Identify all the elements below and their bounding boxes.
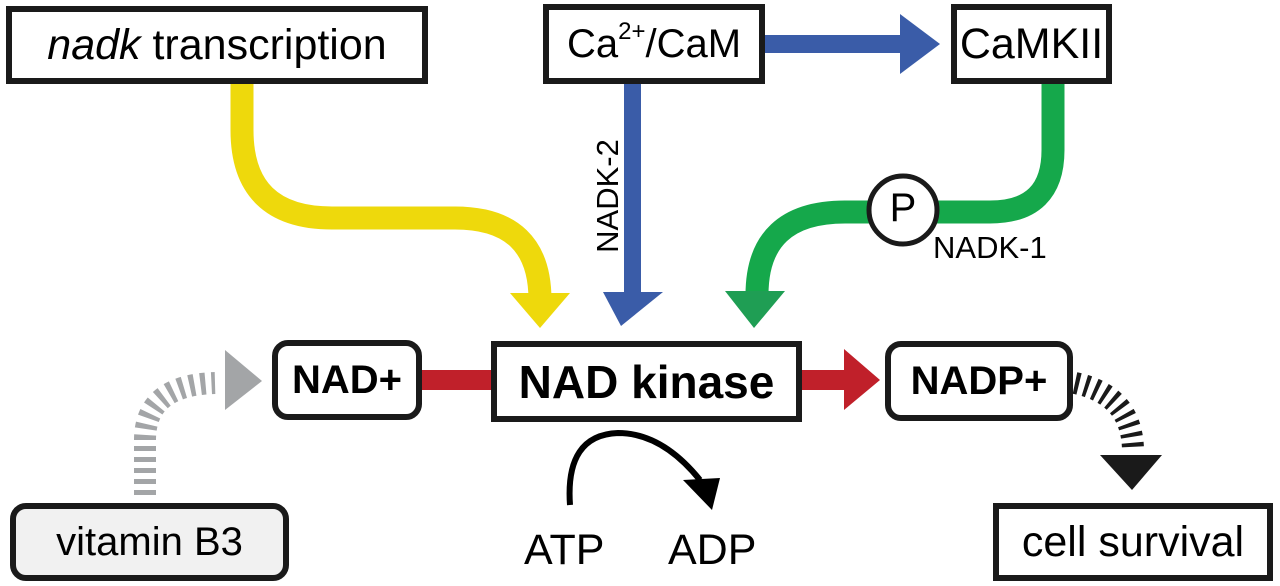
nadk1-label: NADK-1 bbox=[933, 230, 1047, 265]
camkii-box: CaMKII bbox=[951, 4, 1112, 84]
calcium-cam-box: Ca2+/CaM bbox=[543, 4, 765, 84]
survival-arrow-path bbox=[1072, 372, 1144, 451]
calcium-down-arrowhead bbox=[603, 292, 663, 326]
camkii-arrow-path bbox=[745, 84, 1065, 296]
nadp-plus-box: NADP+ bbox=[885, 341, 1073, 421]
transcription-arrowhead bbox=[510, 293, 570, 328]
vitamin-arrowhead bbox=[225, 350, 262, 410]
atp-adp-arrow-path bbox=[566, 429, 703, 506]
nadp-plus-label: NADP+ bbox=[910, 358, 1048, 403]
nadk2-label: NADK-2 bbox=[590, 139, 625, 253]
kinase-to-nadp-arrowhead bbox=[844, 349, 880, 410]
vitamin-b3-box: vitamin B3 bbox=[10, 503, 289, 581]
camkii-label: CaMKII bbox=[959, 19, 1104, 68]
calcium-charge: 2+ bbox=[618, 17, 646, 45]
nad-kinase-label: NAD kinase bbox=[518, 355, 775, 408]
transcription-arrow-path bbox=[230, 84, 552, 301]
transcription-text: transcription bbox=[140, 20, 387, 69]
calcium-down-arrow-shaft bbox=[624, 84, 641, 296]
cell-survival-label: cell survival bbox=[1021, 517, 1245, 566]
atp-adp-arrowhead bbox=[683, 478, 720, 510]
phospho-circle bbox=[866, 173, 940, 247]
calcium-suffix: /CaM bbox=[645, 21, 742, 66]
nadk-transcription-box: nadk transcription bbox=[6, 6, 428, 84]
cell-survival-box: cell survival bbox=[993, 503, 1273, 581]
nadk-gene-name: nadk bbox=[47, 20, 141, 69]
calcium-right-arrowhead bbox=[900, 14, 940, 74]
nad-kinase-box: NAD kinase bbox=[491, 341, 802, 422]
vitamin-b3-label: vitamin B3 bbox=[56, 519, 243, 564]
survival-arrowhead bbox=[1100, 455, 1162, 490]
kinase-to-nadp-shaft bbox=[800, 370, 850, 390]
atp-label: ATP bbox=[524, 526, 605, 574]
calcium-right-arrow-shaft bbox=[765, 35, 915, 53]
nad-plus-label: NAD+ bbox=[291, 357, 403, 402]
camkii-arrowhead bbox=[725, 291, 785, 328]
nad-to-kinase-connector bbox=[420, 370, 495, 390]
nad-plus-box: NAD+ bbox=[272, 340, 422, 420]
adp-label: ADP bbox=[668, 526, 757, 574]
phospho-label: P bbox=[889, 186, 917, 230]
vitamin-arrow-path bbox=[134, 372, 216, 495]
calcium-prefix: Ca bbox=[566, 21, 619, 66]
